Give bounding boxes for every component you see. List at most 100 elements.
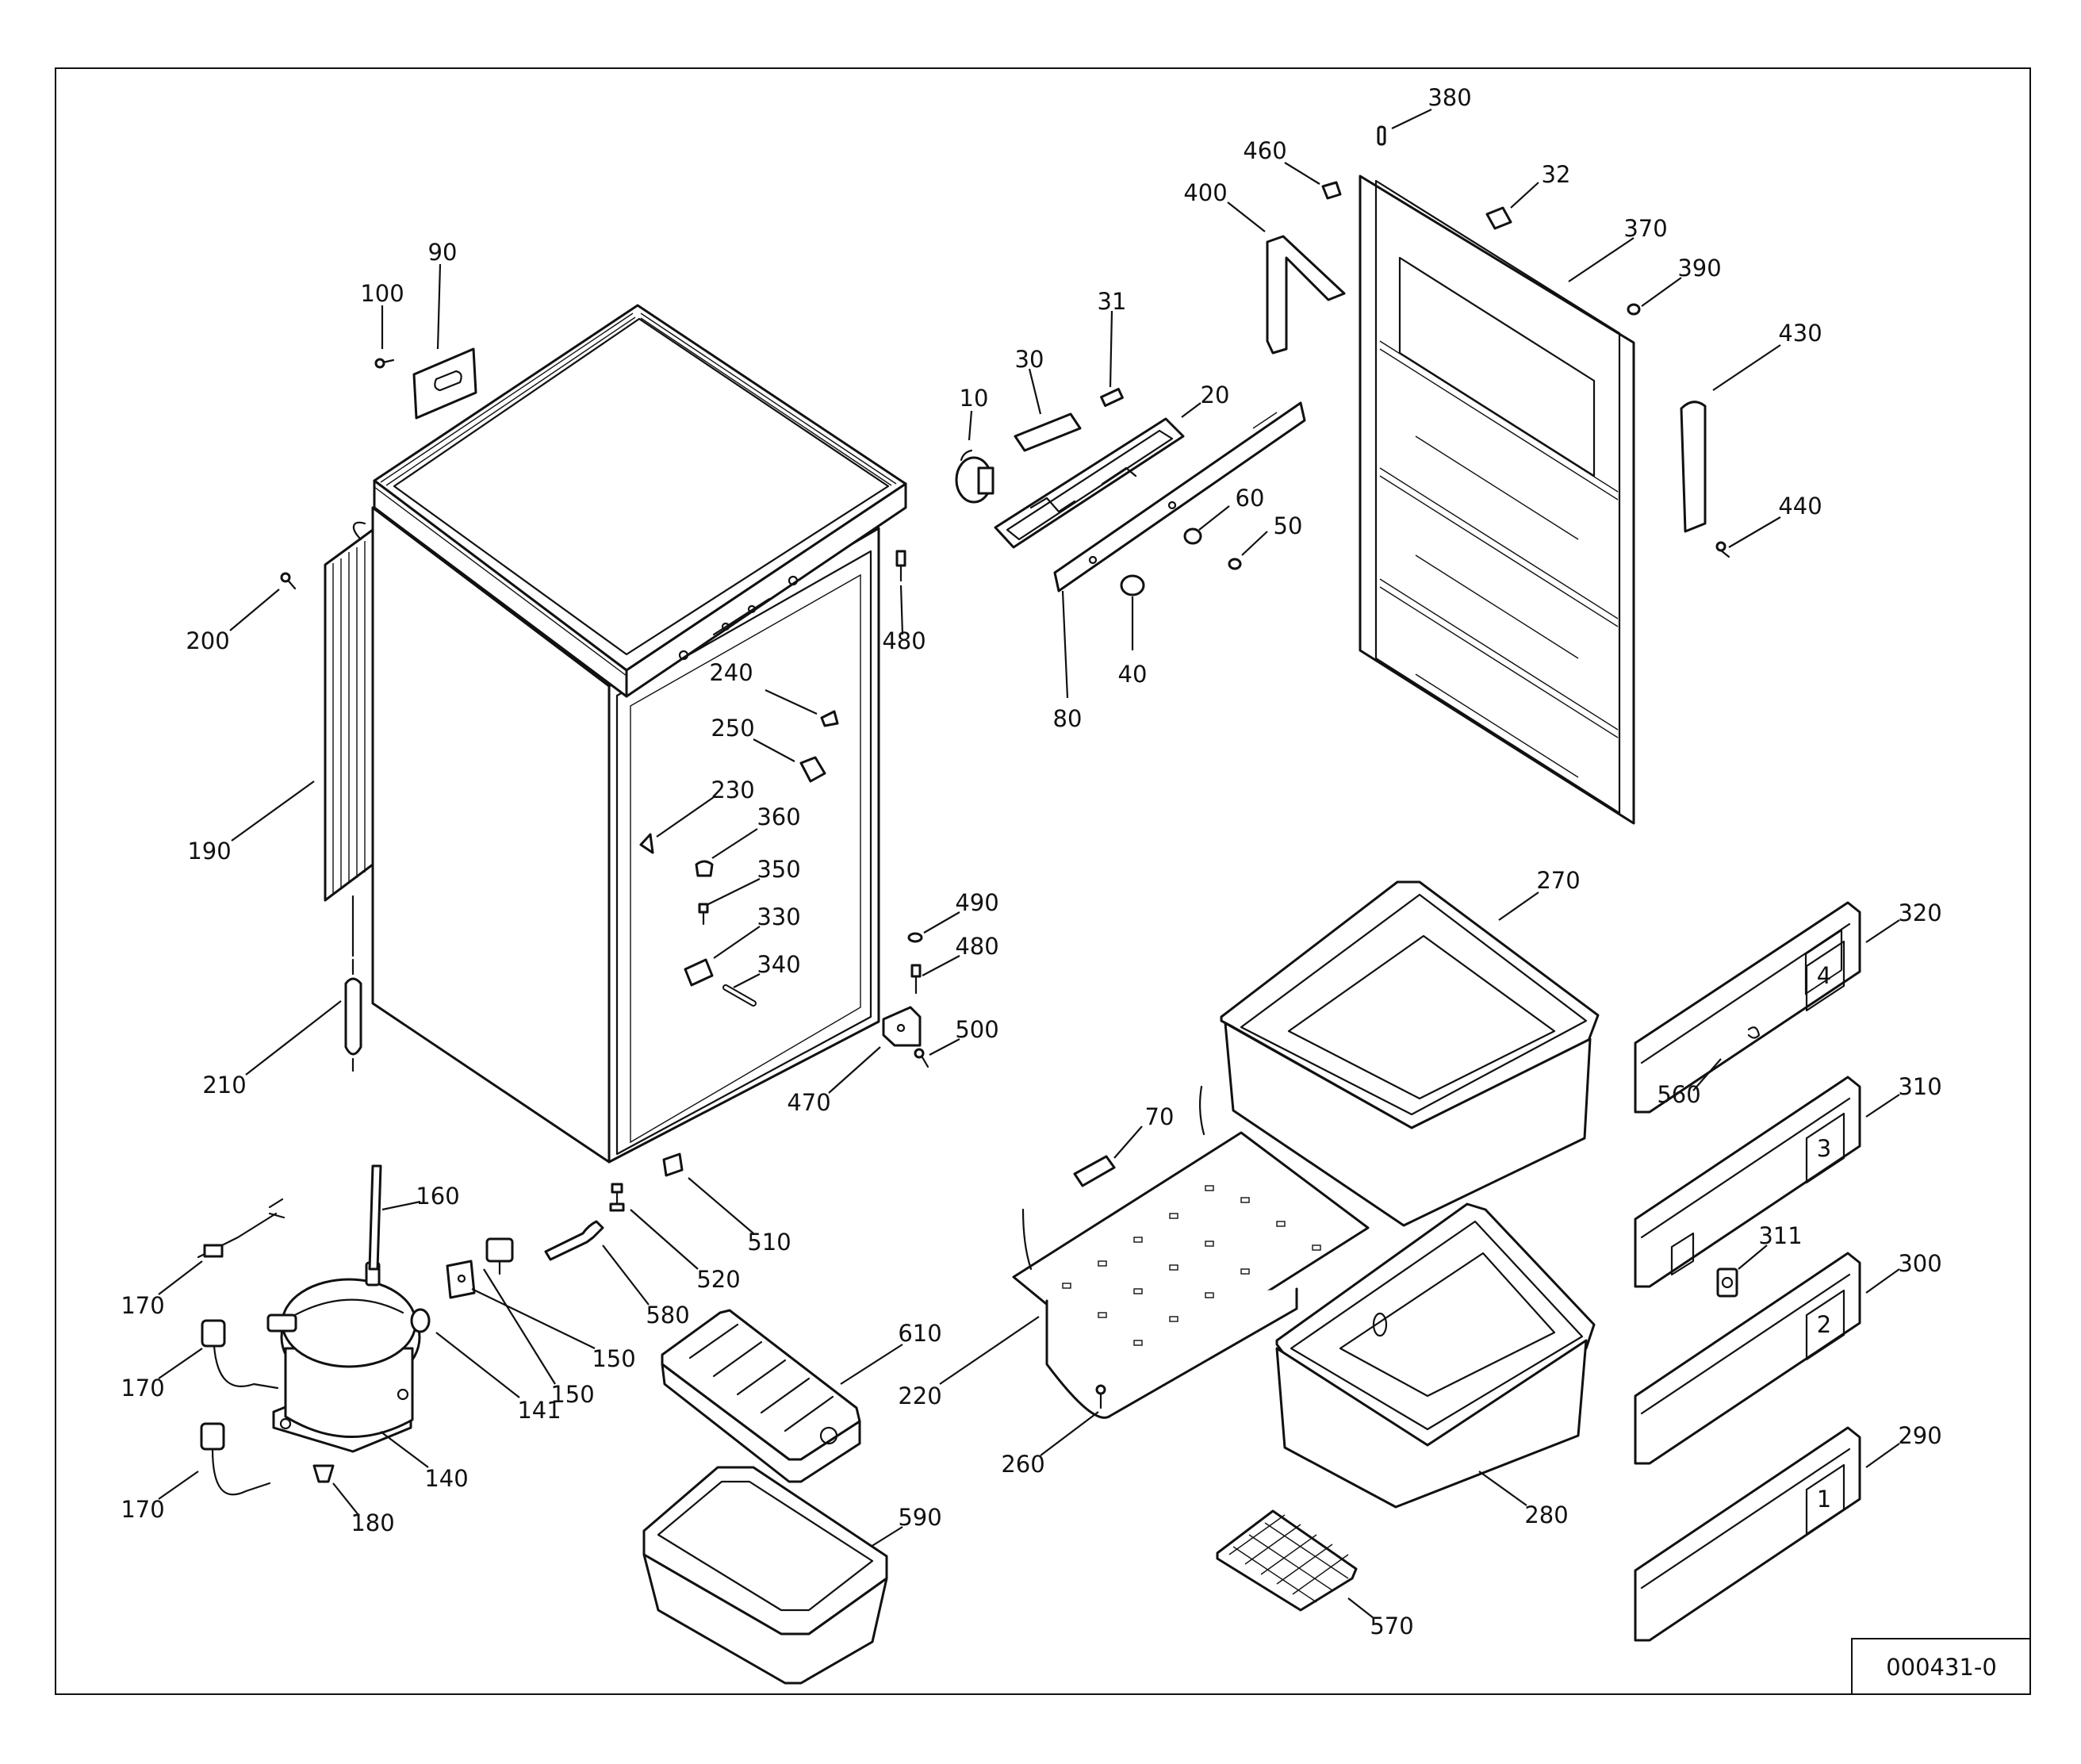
callout-480-49: 480 xyxy=(922,933,999,976)
callout-leader xyxy=(158,1260,203,1295)
callout-leader xyxy=(1040,1411,1099,1456)
screw-520 xyxy=(609,1183,625,1212)
callout-430-44: 430 xyxy=(1712,320,1822,391)
callout-180-20: 180 xyxy=(332,1482,395,1536)
callout-leader xyxy=(1865,1094,1900,1118)
callout-leader xyxy=(828,1046,881,1094)
panel-strip-80 xyxy=(1053,401,1306,592)
part-390 xyxy=(1627,303,1641,316)
callout-label: 270 xyxy=(1536,867,1580,894)
callout-label: 320 xyxy=(1898,899,1941,926)
callout-20-1: 20 xyxy=(1181,382,1229,418)
callout-label: 311 xyxy=(1758,1222,1802,1249)
callout-label: 300 xyxy=(1898,1250,1941,1277)
callout-label: 480 xyxy=(955,933,998,960)
callout-250-27: 250 xyxy=(711,715,795,762)
callout-60-7: 60 xyxy=(1198,485,1265,531)
screw-440 xyxy=(1715,541,1730,558)
callout-label: 170 xyxy=(121,1375,164,1402)
callout-label: 430 xyxy=(1778,320,1822,347)
drawer-number-3: 3 xyxy=(1817,1135,1831,1162)
drawer-front-310 xyxy=(1634,1076,1861,1288)
callout-leader xyxy=(380,1431,429,1468)
callout-leader xyxy=(1498,892,1539,921)
callout-leader xyxy=(381,1200,421,1211)
callout-leader xyxy=(733,973,761,988)
callout-label: 360 xyxy=(757,803,800,830)
callout-label: 510 xyxy=(747,1229,791,1256)
callout-label: 220 xyxy=(898,1382,941,1409)
callout-leader xyxy=(1241,531,1268,556)
callout-leader xyxy=(1391,109,1432,129)
callout-440-45: 440 xyxy=(1728,493,1822,548)
foot-180 xyxy=(312,1464,335,1483)
callout-leader xyxy=(1284,162,1320,185)
callout-580-56: 580 xyxy=(602,1244,690,1329)
knob-40 xyxy=(1120,574,1145,596)
callout-label: 70 xyxy=(1145,1103,1175,1130)
callout-leader xyxy=(231,780,315,842)
callout-leader xyxy=(332,1482,359,1516)
callout-label: 170 xyxy=(121,1496,164,1523)
callout-label: 40 xyxy=(1118,661,1148,688)
callout-leader xyxy=(1692,1058,1722,1091)
callout-leader xyxy=(1865,1443,1900,1468)
drawer-number-4: 4 xyxy=(1817,962,1831,989)
power-cord-170c xyxy=(200,1422,271,1496)
part-141 xyxy=(410,1308,431,1333)
hinge-470 xyxy=(882,1006,922,1047)
callout-label: 280 xyxy=(1524,1501,1568,1528)
callout-560-54: 560 xyxy=(1657,1058,1722,1108)
callout-leader xyxy=(713,926,761,959)
callout-leader xyxy=(1227,201,1266,232)
drawer-front-320 xyxy=(1634,901,1861,1114)
callout-380-41: 380 xyxy=(1391,84,1472,129)
callout-label: 610 xyxy=(898,1320,941,1347)
part-330 xyxy=(684,958,714,987)
washer-490 xyxy=(907,932,923,943)
callout-leader xyxy=(707,878,761,905)
callout-leader xyxy=(435,1332,520,1398)
bolt-480-low xyxy=(910,964,922,995)
callout-460-46: 460 xyxy=(1243,137,1320,185)
callout-330-36: 330 xyxy=(713,903,801,959)
callout-label: 490 xyxy=(955,889,998,916)
part-340 xyxy=(722,984,757,1007)
condenser xyxy=(324,521,374,957)
handle-430 xyxy=(1680,401,1707,533)
callout-160-16: 160 xyxy=(381,1183,460,1211)
callout-label: 500 xyxy=(955,1016,998,1043)
screw-100 xyxy=(374,358,395,369)
callout-40-5: 40 xyxy=(1118,596,1148,688)
callout-leader xyxy=(483,1268,556,1385)
callout-label: 520 xyxy=(696,1266,740,1293)
part-240 xyxy=(820,710,839,727)
callout-leader xyxy=(1728,516,1781,548)
drawer-number-1: 1 xyxy=(1817,1486,1831,1513)
callout-50-6: 50 xyxy=(1241,512,1303,556)
callout-230-25: 230 xyxy=(656,777,755,838)
callout-590-57: 590 xyxy=(870,1504,942,1547)
part-60 xyxy=(1183,527,1202,545)
callout-label: 580 xyxy=(646,1302,689,1329)
callout-570-55: 570 xyxy=(1347,1597,1414,1639)
callout-520-53: 520 xyxy=(630,1209,741,1293)
callout-leader xyxy=(1865,1268,1900,1294)
callout-leader xyxy=(1712,344,1781,391)
callout-190-21: 190 xyxy=(187,780,315,865)
callout-label: 230 xyxy=(711,777,754,803)
callout-label: 470 xyxy=(787,1089,830,1116)
callout-leader xyxy=(1109,310,1113,388)
callout-210-23: 210 xyxy=(202,1000,342,1099)
cold-accumulator-610 xyxy=(661,1309,861,1483)
callout-label: 460 xyxy=(1243,137,1286,164)
relay-150a xyxy=(446,1260,476,1299)
callout-leader xyxy=(245,1000,342,1076)
callout-470-47: 470 xyxy=(787,1046,881,1116)
callout-label: 50 xyxy=(1274,512,1303,539)
callout-label: 60 xyxy=(1236,485,1265,512)
callout-leader xyxy=(968,410,973,441)
callout-leader xyxy=(929,1038,960,1056)
relay-150b xyxy=(485,1237,514,1275)
